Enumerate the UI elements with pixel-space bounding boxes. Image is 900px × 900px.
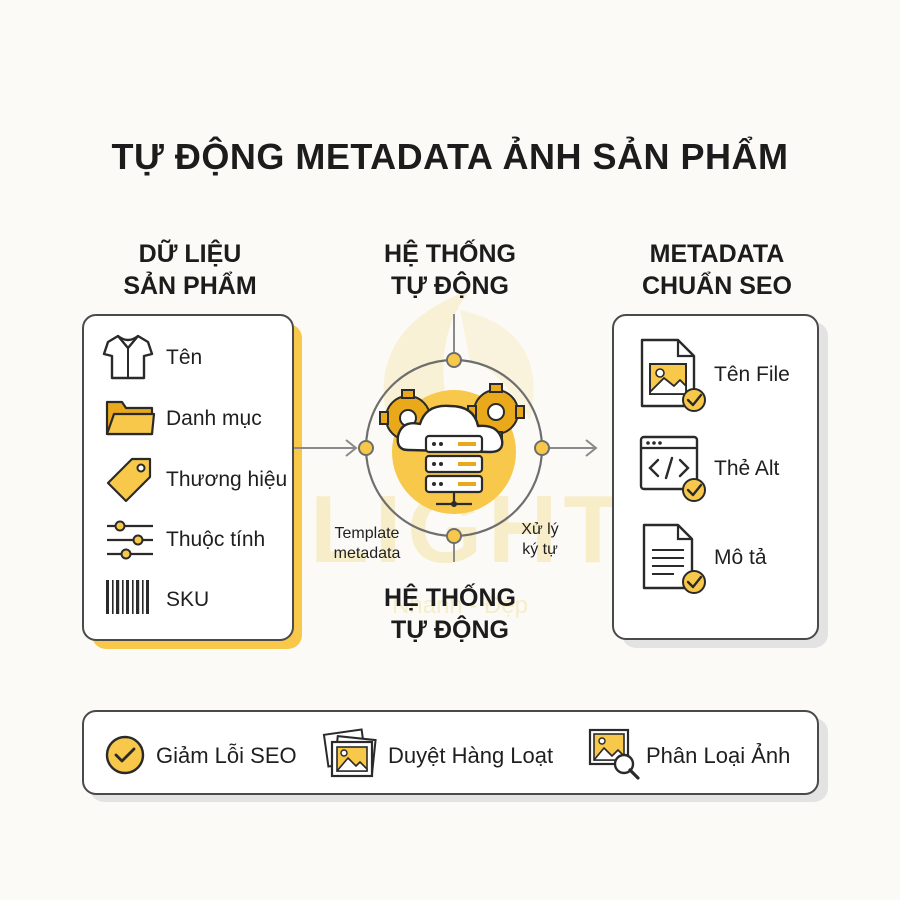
benefit-label: Phân Loại Ảnh (646, 743, 791, 768)
input-column-heading: DỮ LIỆU SẢN PHẨM (123, 240, 257, 300)
benefits-bar (82, 710, 819, 795)
benefit-label: Giảm Lỗi SEO (156, 743, 297, 768)
input-item-label: Thuộc tính (166, 528, 266, 551)
folder-icon (104, 396, 160, 442)
code-window-icon (638, 434, 708, 504)
check-circle-icon (104, 734, 148, 778)
barcode-icon (104, 578, 160, 618)
input-item-label: SKU (166, 588, 210, 611)
input-item-label: Danh mục (166, 407, 262, 430)
character-processing-label: Xử lý ký tự (521, 521, 559, 558)
tag-icon (104, 455, 160, 505)
output-column-heading: METADATA CHUẨN SEO (641, 240, 792, 300)
sliders-icon (104, 518, 160, 562)
input-item-label: Thương hiệu (166, 468, 288, 491)
output-item-label: Thẻ Alt (714, 457, 780, 480)
benefit-label: Duyệt Hàng Loạt (388, 743, 554, 768)
image-search-icon (586, 726, 642, 782)
input-item-label: Tên (166, 346, 203, 369)
photo-stack-icon (322, 728, 382, 780)
page-title: TỰ ĐỘNG METADATA ẢNH SẢN PHẨM (111, 136, 789, 177)
shirt-icon (100, 332, 160, 382)
document-icon (640, 522, 710, 598)
output-item-label: Tên File (714, 363, 790, 386)
system-diagram (294, 314, 598, 562)
system-column-heading: HỆ THỐNG TỰ ĐỘNG (384, 240, 516, 300)
template-metadata-label: Template metadata (333, 525, 401, 562)
output-item-label: Mô tả (714, 546, 767, 569)
system-bottom-heading: HỆ THỐNG TỰ ĐỘNG (384, 584, 516, 644)
image-file-icon (638, 336, 708, 414)
